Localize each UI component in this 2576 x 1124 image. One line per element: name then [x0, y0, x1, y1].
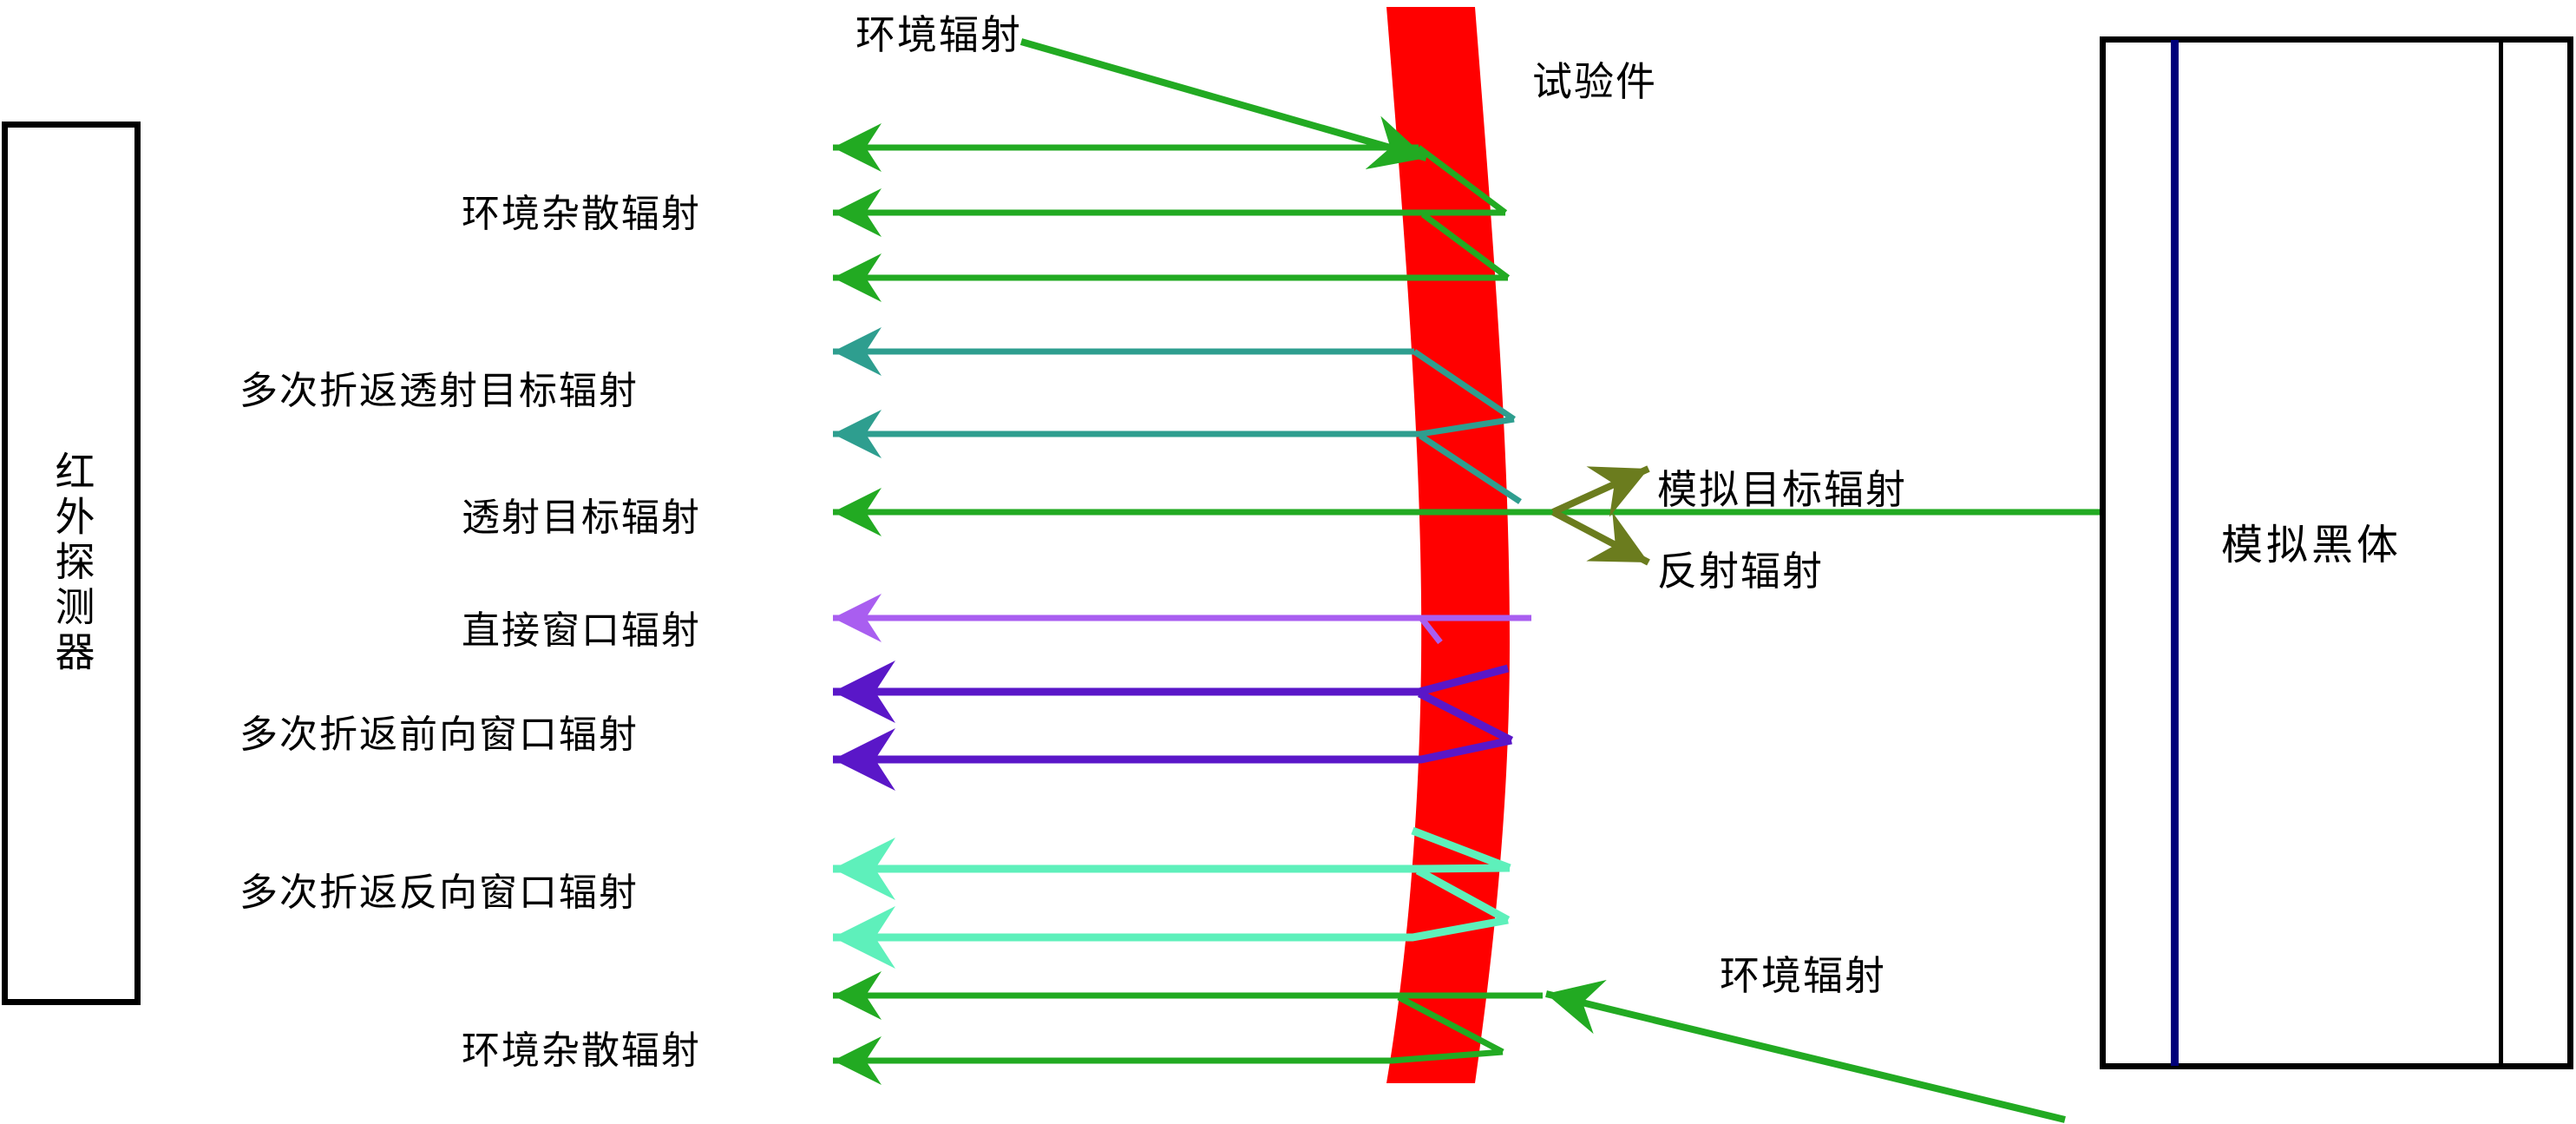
direct-window-rays: [833, 594, 1531, 645]
label-multi-reflect-forward-window: 多次折返前向窗口辐射: [239, 713, 639, 756]
reflected-radiation-branch-arrow: [1551, 509, 1650, 566]
ambient-scatter-rays-bottom: [833, 971, 1543, 1085]
label-ambient-scatter-top: 环境杂散辐射: [462, 193, 701, 235]
simulated-target-branch-arrow: [1551, 465, 1650, 517]
blackbody-inner-right-divider: [2499, 40, 2503, 1066]
label-transmitted-target: 透射目标辐射: [462, 496, 701, 539]
multi-reflect-forward-window-rays: [833, 661, 1514, 791]
infrared-detector-label: 红外探测器: [49, 450, 95, 676]
ambient-scatter-rays-top: [833, 123, 1511, 302]
label-multi-reflect-transmitted-target: 多次折返透射目标辐射: [239, 370, 639, 412]
simulated-blackbody-box: [2100, 36, 2573, 1069]
label-reflected-radiation: 反射辐射: [1657, 549, 1824, 594]
infrared-detector-box: 红外探测器: [2, 122, 141, 1005]
ambient-radiation-top-arrow: [1019, 38, 1428, 170]
blackbody-aperture-line: [2171, 40, 2179, 1066]
multi-reflect-reverse-window-rays: [833, 826, 1511, 969]
simulated-blackbody-label: 模拟黑体: [2221, 523, 2402, 569]
ambient-radiation-bottom-arrow: [1545, 979, 2066, 1123]
label-ambient-radiation-bottom: 环境辐射: [1720, 954, 1886, 998]
label-ambient-scatter-bottom: 环境杂散辐射: [462, 1029, 701, 1072]
label-specimen: 试验件: [1532, 60, 1657, 104]
label-ambient-radiation-top: 环境辐射: [855, 13, 1022, 57]
label-simulated-target-radiation: 模拟目标辐射: [1657, 468, 1907, 512]
multi-reflect-transmitted-target-rays: [833, 327, 1522, 504]
label-multi-reflect-reverse-window: 多次折返反向窗口辐射: [239, 871, 639, 914]
label-direct-window-radiation: 直接窗口辐射: [462, 609, 701, 652]
